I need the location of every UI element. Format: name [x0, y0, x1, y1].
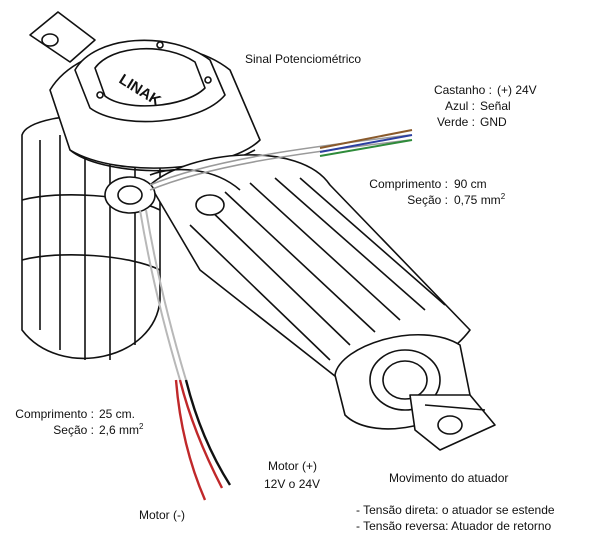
cable-clamp: [104, 168, 241, 216]
signal-cable: [149, 129, 413, 191]
outer-tube: [149, 154, 471, 384]
power-length-label: Comprimento :: [15, 407, 94, 421]
power-cable: [139, 209, 232, 501]
verde-label: Verde :: [436, 115, 475, 129]
signal-section-value-wrap: 0,75 mm2: [454, 192, 506, 208]
wire-black: [184, 379, 232, 486]
power-section-value: 2,6 mm: [99, 423, 140, 437]
piston-rod: [409, 394, 496, 451]
power-section-value-wrap: 2,6 mm2: [99, 422, 144, 438]
wire-red: [178, 379, 224, 489]
label-plate: [74, 39, 226, 123]
power-length-value: 25 cm.: [99, 407, 136, 421]
wire-brown: [319, 129, 413, 149]
mounting-lug-top: [29, 11, 96, 63]
signal-title: Sinal Potenciométrico: [245, 52, 362, 66]
signal-section-exponent: 2: [500, 192, 506, 201]
motor-plus-title: Motor (+): [268, 459, 318, 473]
signal-length-label: Comprimento :: [369, 177, 448, 191]
motor-minus-title: Motor (-): [139, 508, 185, 522]
castanho-value: (+) 24V: [497, 83, 537, 97]
wire-green: [319, 139, 413, 157]
signal-length-value: 90 cm: [454, 177, 487, 191]
castanho-label: Castanho :: [433, 83, 492, 97]
movement-line-2: - Tensão reversa: Atuador de retorno: [356, 519, 552, 533]
motor-plus-voltage: 12V o 24V: [264, 477, 321, 491]
power-section-exponent: 2: [139, 422, 144, 431]
wire-blue: [319, 134, 413, 153]
power-section-label: Seção :: [53, 423, 94, 437]
verde-value: GND: [480, 115, 507, 129]
signal-section-value: 0,75 mm: [454, 193, 501, 207]
azul-value: Señal: [480, 99, 511, 113]
azul-label: Azul :: [444, 99, 475, 113]
signal-section-label: Seção :: [407, 193, 448, 207]
movement-line-1: - Tensão direta: o atuador se estende: [356, 503, 555, 517]
movement-title: Movimento do atuador: [389, 471, 509, 485]
